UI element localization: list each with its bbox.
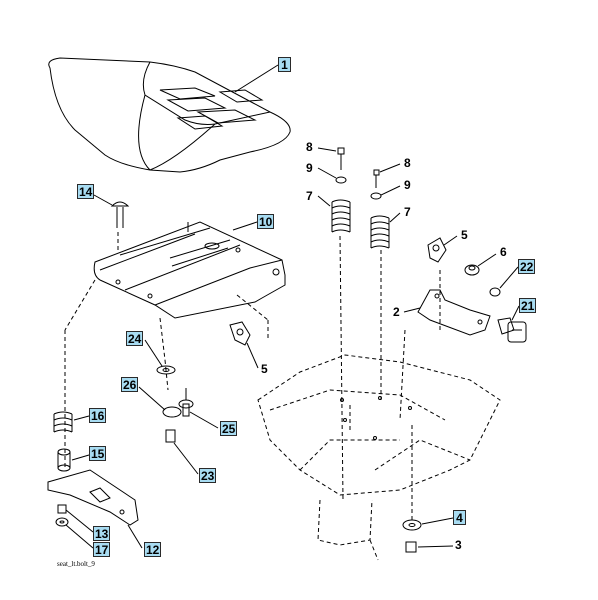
callout-10: 10 — [257, 214, 275, 229]
callout-25: 25 — [220, 421, 238, 436]
callout-1: 1 — [278, 57, 291, 72]
bolt-25 — [178, 388, 194, 417]
plate-12 — [47, 469, 139, 526]
callout-9-right: 9 — [404, 178, 411, 192]
callout-22: 22 — [518, 259, 536, 274]
callout-4: 4 — [453, 510, 466, 525]
callout-24: 24 — [126, 331, 144, 346]
chassis-outline — [257, 354, 501, 561]
bushing-15 — [57, 448, 71, 472]
diagram-caption: seat_lt.bolt_9 — [57, 560, 95, 568]
bolt-23 — [165, 429, 176, 443]
callout-5-left: 5 — [261, 362, 268, 376]
spring-16 — [53, 411, 73, 433]
projection-lines — [64, 232, 441, 520]
washer-4 — [402, 519, 422, 531]
callout-16: 16 — [89, 408, 107, 423]
callout-3: 3 — [455, 538, 462, 552]
nut-3 — [405, 541, 417, 553]
leader-lines — [65, 64, 520, 549]
nut-13 — [57, 504, 67, 514]
callout-12: 12 — [144, 542, 162, 557]
callout-13: 13 — [93, 526, 111, 541]
washer-24 — [156, 365, 176, 375]
callout-17: 17 — [93, 542, 111, 557]
knob-5-right — [427, 237, 447, 263]
spring-left — [331, 199, 351, 233]
callout-7-left: 7 — [306, 189, 313, 203]
callout-6: 6 — [500, 245, 507, 259]
chassis-holes — [340, 396, 412, 440]
bolt-washer-right — [370, 169, 382, 200]
callout-23: 23 — [199, 468, 217, 483]
callout-9-left: 9 — [306, 161, 313, 175]
callout-5-right: 5 — [461, 228, 468, 242]
callout-26: 26 — [121, 377, 139, 392]
seat-bolt-14 — [110, 201, 130, 228]
callout-7-right: 7 — [404, 205, 411, 219]
bolt-washer-left — [335, 147, 347, 184]
callout-8-left: 8 — [306, 140, 313, 154]
knob-5-left — [229, 321, 251, 346]
callout-14: 14 — [77, 184, 95, 199]
seat-bracket-2 — [417, 289, 491, 336]
callout-8-right: 8 — [404, 156, 411, 170]
spring-right — [370, 215, 390, 249]
callout-2: 2 — [393, 305, 400, 319]
seat-cushion — [48, 57, 291, 173]
seat-pan — [93, 221, 286, 319]
callout-21: 21 — [519, 298, 537, 313]
nut-22 — [489, 287, 501, 297]
washer-17 — [55, 517, 69, 527]
washer-26 — [162, 406, 182, 418]
bolt-21 — [497, 317, 527, 343]
callout-15: 15 — [89, 446, 107, 461]
nut-6 — [464, 264, 480, 276]
